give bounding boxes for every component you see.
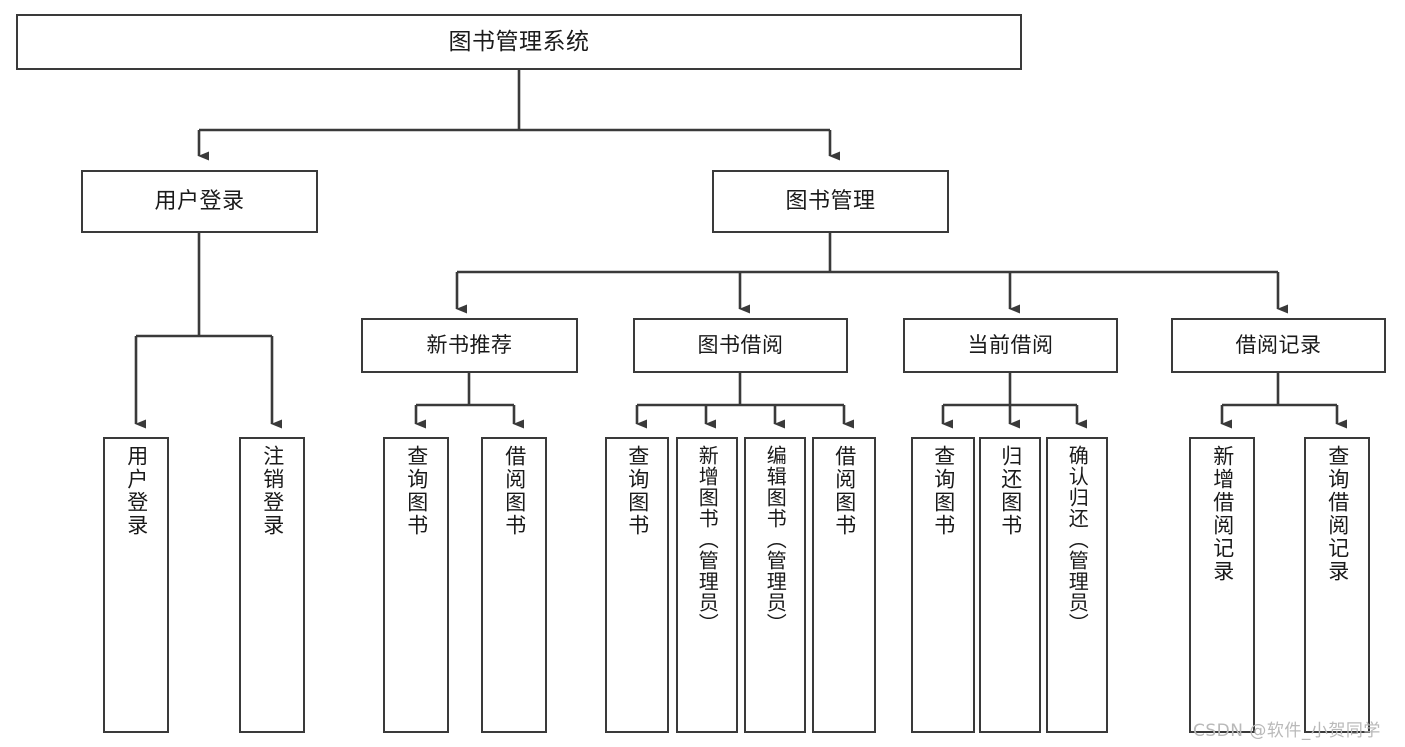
leaf-query-book-new-book-rec-label: 查询图书 <box>404 445 429 537</box>
node-root-label: 图书管理系统 <box>448 28 590 55</box>
node-current-borrow[interactable]: 当前借阅 <box>903 318 1118 373</box>
node-new-book-recommend[interactable]: 新书推荐 <box>361 318 578 373</box>
node-book-manage[interactable]: 图书管理 <box>712 170 949 233</box>
leaf-return-book-label: 归还图书 <box>998 445 1023 537</box>
leaf-user-logout[interactable]: 注销登录 <box>239 437 305 733</box>
leaf-query-book-book-borrow-label: 查询图书 <box>625 445 650 537</box>
leaf-add-borrow-record-label: 新增借阅记录 <box>1210 445 1235 583</box>
leaf-borrow-book-book-borrow[interactable]: 借阅图书 <box>812 437 876 733</box>
leaf-edit-book-admin-label: 编辑图书（管理员） <box>763 445 788 634</box>
leaf-edit-book-admin[interactable]: 编辑图书（管理员） <box>744 437 806 733</box>
leaf-query-book-new-book-rec[interactable]: 查询图书 <box>383 437 449 733</box>
leaf-query-book-current-borrow-label: 查询图书 <box>931 445 956 537</box>
leaf-add-book-admin-label: 新增图书（管理员） <box>695 445 720 634</box>
leaf-query-borrow-record-label: 查询借阅记录 <box>1325 445 1350 583</box>
leaf-add-borrow-record[interactable]: 新增借阅记录 <box>1189 437 1255 733</box>
leaf-confirm-return-admin-label: 确认归还（管理员） <box>1065 445 1090 634</box>
leaf-confirm-return-admin[interactable]: 确认归还（管理员） <box>1046 437 1108 733</box>
leaf-borrow-book-new-book-rec[interactable]: 借阅图书 <box>481 437 547 733</box>
leaf-query-book-book-borrow[interactable]: 查询图书 <box>605 437 669 733</box>
leaf-query-borrow-record[interactable]: 查询借阅记录 <box>1304 437 1370 733</box>
leaf-return-book[interactable]: 归还图书 <box>979 437 1041 733</box>
leaf-add-book-admin[interactable]: 新增图书（管理员） <box>676 437 738 733</box>
node-root-book-management-system[interactable]: 图书管理系统 <box>16 14 1022 70</box>
node-book-borrow[interactable]: 图书借阅 <box>633 318 848 373</box>
node-user-login[interactable]: 用户登录 <box>81 170 318 233</box>
csdn-watermark: CSDN @软件_小贺同学 <box>1193 721 1381 741</box>
leaf-user-login[interactable]: 用户登录 <box>103 437 169 733</box>
node-borrow-record[interactable]: 借阅记录 <box>1171 318 1386 373</box>
node-borrow-record-label: 借阅记录 <box>1235 332 1322 357</box>
node-user-login-label: 用户登录 <box>154 188 245 214</box>
leaf-borrow-book-new-book-rec-label: 借阅图书 <box>502 445 527 537</box>
node-book-borrow-label: 图书借阅 <box>697 332 784 357</box>
node-current-borrow-label: 当前借阅 <box>967 332 1054 357</box>
leaf-user-login-label: 用户登录 <box>124 445 149 537</box>
leaf-user-logout-label: 注销登录 <box>260 445 285 537</box>
node-book-manage-label: 图书管理 <box>785 188 876 214</box>
node-new-book-recommend-label: 新书推荐 <box>426 332 513 357</box>
leaf-query-book-current-borrow[interactable]: 查询图书 <box>911 437 975 733</box>
leaf-borrow-book-book-borrow-label: 借阅图书 <box>832 445 857 537</box>
